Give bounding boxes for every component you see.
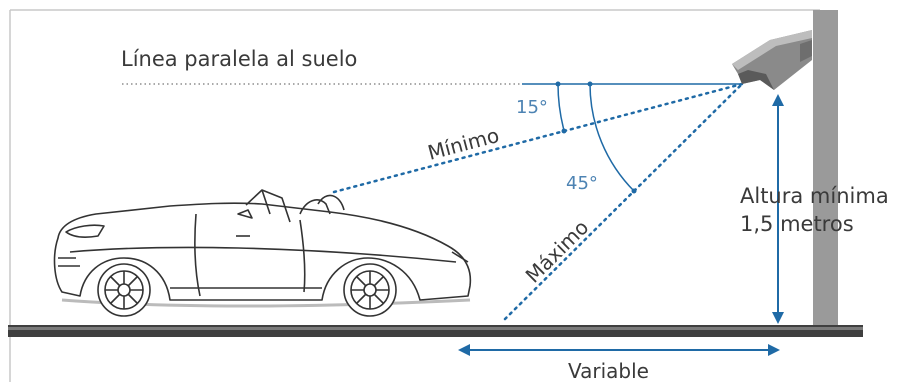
angle-15-label: 15° [516, 97, 548, 118]
variable-arrow [458, 344, 780, 356]
variable-label: Variable [568, 359, 649, 382]
height-arrow [772, 94, 784, 324]
maximo-label: Máximo [521, 215, 594, 287]
arc-45-start-dot [587, 81, 593, 87]
height-label-line2: 1,5 metros [740, 212, 854, 236]
frame [9, 9, 820, 382]
arc-45-end-dot [631, 188, 637, 194]
height-label-line1: Altura mínima [740, 184, 889, 208]
minimum-line [332, 82, 744, 194]
arc-15 [557, 83, 566, 132]
ground-bar [8, 325, 863, 337]
wall-pillar [813, 10, 838, 330]
maximum-line [503, 82, 744, 321]
arc-15-end-dot [561, 128, 567, 134]
angle-45-label: 45° [566, 173, 598, 194]
camera-icon [732, 30, 812, 90]
arc-15-start-dot [555, 81, 561, 87]
arc-45 [589, 83, 636, 193]
car-icon [53, 189, 472, 317]
parallel-line-label: Línea paralela al suelo [121, 47, 357, 71]
